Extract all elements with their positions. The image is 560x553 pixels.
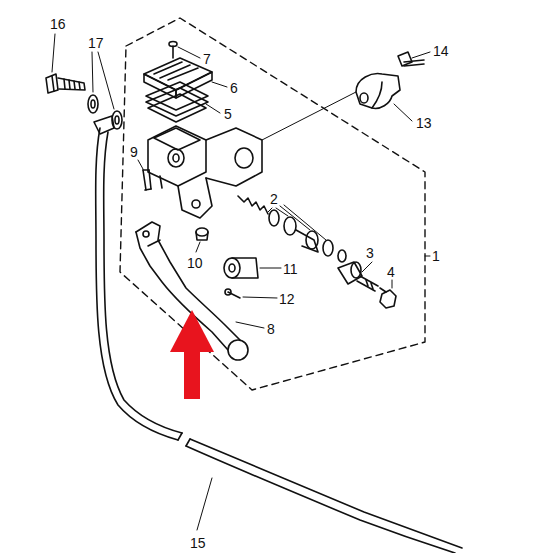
callout-number: 13 [416,115,432,131]
clamp-bolt [398,52,424,66]
callout-number: 2 [270,191,278,207]
dust-boot [338,262,378,291]
pivot-bushing [196,228,208,240]
callout-number: 16 [50,16,66,32]
callout-number: 11 [283,261,298,277]
callout-number: 14 [433,43,449,59]
callout-number: 6 [230,80,238,96]
bleed-screw [143,170,151,190]
washer [88,95,98,113]
union-bolt [46,74,85,93]
callout-number: 4 [387,264,395,280]
highlight-arrow [170,310,214,399]
push-rod-end [380,288,396,308]
callout-number: 1 [432,248,440,264]
holder-clamp [356,74,400,109]
callout-number: 12 [279,291,295,307]
leader-lines [52,34,430,530]
adjuster-screw [225,289,240,298]
cap-screw [169,42,177,59]
assembly-boundary [120,18,425,390]
piston-kit [238,196,346,262]
brake-lever [136,222,248,360]
callout-number: 9 [130,144,138,160]
callout-number: 7 [203,51,211,67]
pivot-collar [224,258,258,278]
diaphragm [146,82,208,122]
washer [112,111,122,129]
master-cylinder-body [148,126,262,218]
callout-number: 17 [88,35,104,51]
callout-number: 15 [190,535,206,551]
brake-hose [94,116,462,553]
callout-number: 10 [187,255,203,271]
callout-number: 3 [366,245,374,261]
callout-number: 5 [224,106,232,122]
callout-number: 8 [267,321,275,337]
